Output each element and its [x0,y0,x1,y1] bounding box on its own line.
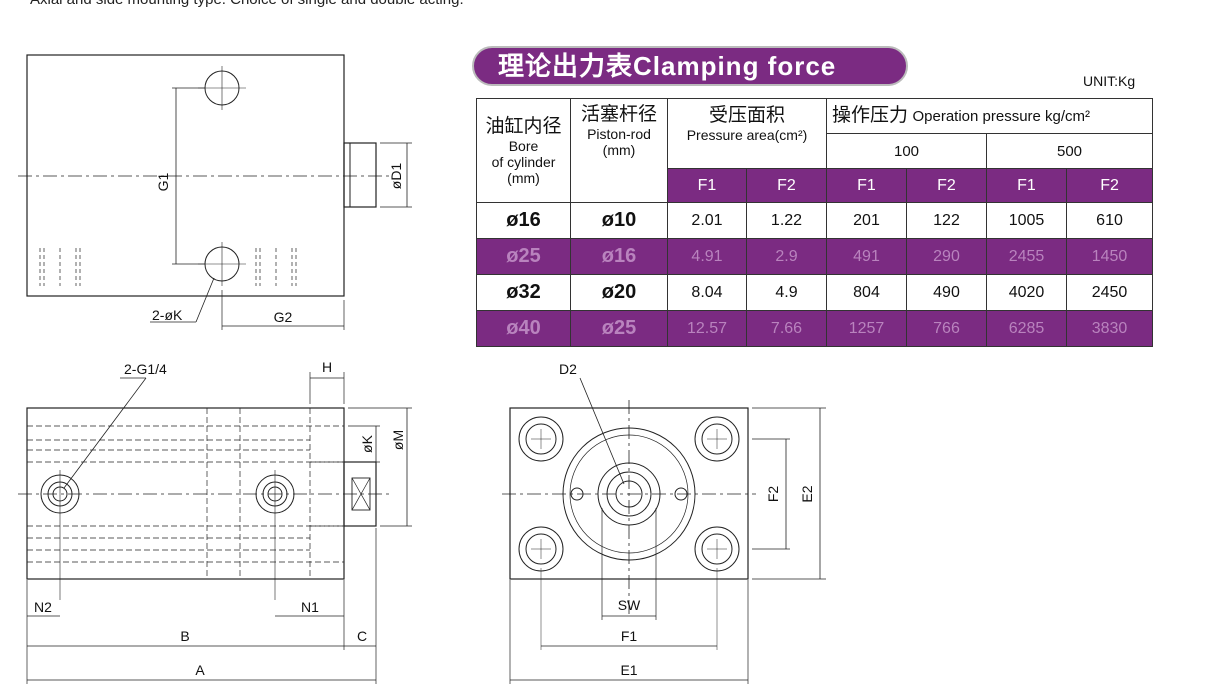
header-100-f2: F2 [906,168,987,203]
label-a: A [195,662,205,678]
label-e2: E2 [799,485,815,502]
header-piston-rod: 活塞杆径 Piston-rod (mm) [570,98,668,203]
header-500-f2: F2 [1065,168,1154,203]
header-operation-pressure: 操作压力 Operation pressure kg/cm² [825,98,1154,134]
label-b: B [180,628,189,644]
label-2k: 2-øK [152,307,183,323]
description-text: Axial and side mounting type. Choice of … [30,0,464,8]
label-d1: øD1 [388,163,404,190]
label-g14: 2-G1/4 [124,361,167,377]
label-g1: G1 [155,172,171,191]
clamping-force-title: 理论出力表Clamping force [472,46,908,86]
front-view [502,377,826,684]
side-view [18,372,412,684]
top-view [18,54,412,330]
unit-label: UNIT:Kg [1083,73,1136,89]
label-m: øM [390,430,406,450]
header-bore: 油缸内径 Bore of cylinder (mm) [476,98,571,203]
label-d2: D2 [559,361,577,377]
header-pressure-area: 受压面积 Pressure area(cm²) [667,98,827,169]
label-k: øK [359,434,375,453]
label-n2: N2 [34,599,52,615]
label-g2: G2 [274,309,293,325]
label-e1: E1 [620,662,637,678]
header-100-f1: F1 [826,168,907,203]
label-c: C [357,628,367,644]
label-sw: SW [618,597,641,613]
header-area-f2: F2 [746,168,827,203]
label-n1: N1 [301,599,319,615]
header-pressure-100: 100 [826,133,987,169]
header-500-f1: F1 [986,168,1067,203]
clamping-force-table: 油缸内径 Bore of cylinder (mm) 活塞杆径 Piston-r… [476,98,1154,347]
label-h: H [322,359,332,375]
header-area-f1: F1 [667,168,747,203]
header-pressure-500: 500 [985,133,1154,169]
label-f1: F1 [621,628,638,644]
label-f2: F2 [765,486,781,503]
